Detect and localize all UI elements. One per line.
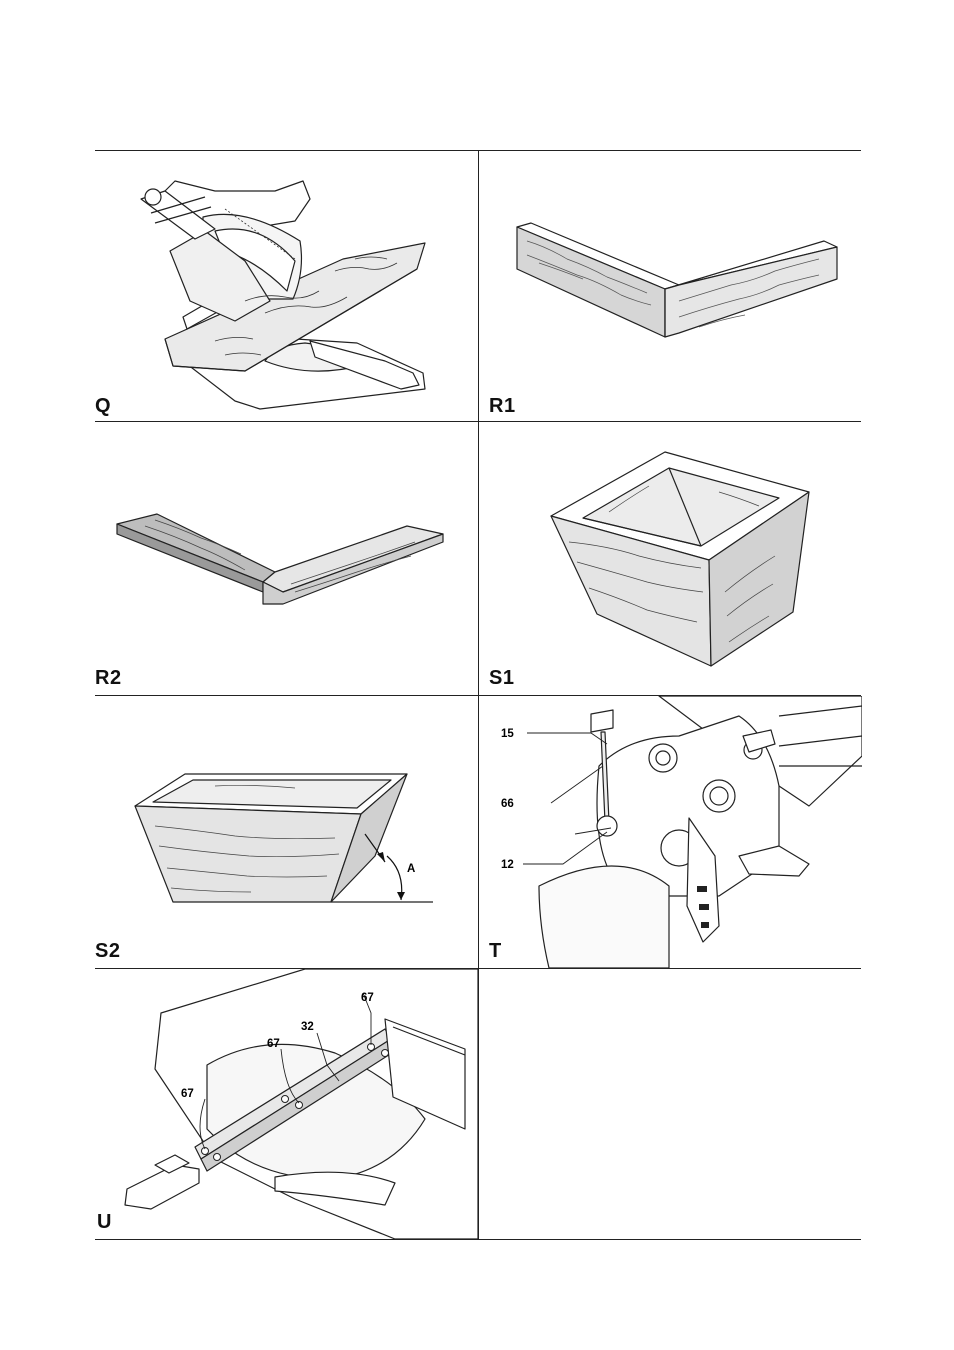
beveled-corner-joint-illustration	[479, 151, 862, 421]
callout-number: 12	[501, 859, 514, 871]
callout-number: 15	[501, 728, 514, 740]
figure-grid: Q R1	[95, 150, 861, 1240]
miter-saw-cutting-board-illustration	[95, 151, 478, 421]
figure-label: S1	[489, 667, 514, 690]
figure-s2: A S2	[95, 696, 478, 968]
figure-r1: R1	[479, 151, 862, 421]
bevel-adjustment-detail-illustration: 15 66 12	[479, 696, 862, 968]
figure-s1: S1	[479, 422, 862, 695]
figure-u: 67 32 67 67 U	[95, 969, 478, 1239]
figure-label: T	[489, 940, 502, 963]
figure-q: Q	[95, 151, 478, 421]
callout-number: 32	[301, 1021, 314, 1033]
figure-r2: R2	[95, 422, 478, 695]
figure-label: R2	[95, 667, 122, 690]
callout-number: 67	[181, 1088, 194, 1100]
empty-cell	[479, 969, 862, 1239]
fence-adjustment-detail-illustration: 67 32 67 67	[95, 969, 478, 1239]
callout-number: 66	[501, 798, 514, 810]
flat-miter-joint-illustration	[95, 422, 478, 695]
figure-label: Q	[95, 395, 111, 418]
angle-label: A	[407, 863, 415, 875]
box-side-angle-illustration: A	[95, 696, 478, 968]
figure-label: S2	[95, 940, 120, 963]
figure-label: R1	[489, 395, 516, 418]
figure-t: 15 66 12 T	[479, 696, 862, 968]
callout-number: 67	[267, 1038, 280, 1050]
figure-label: U	[97, 1211, 112, 1234]
compound-miter-box-illustration	[479, 422, 862, 695]
callout-number: 67	[361, 992, 374, 1004]
